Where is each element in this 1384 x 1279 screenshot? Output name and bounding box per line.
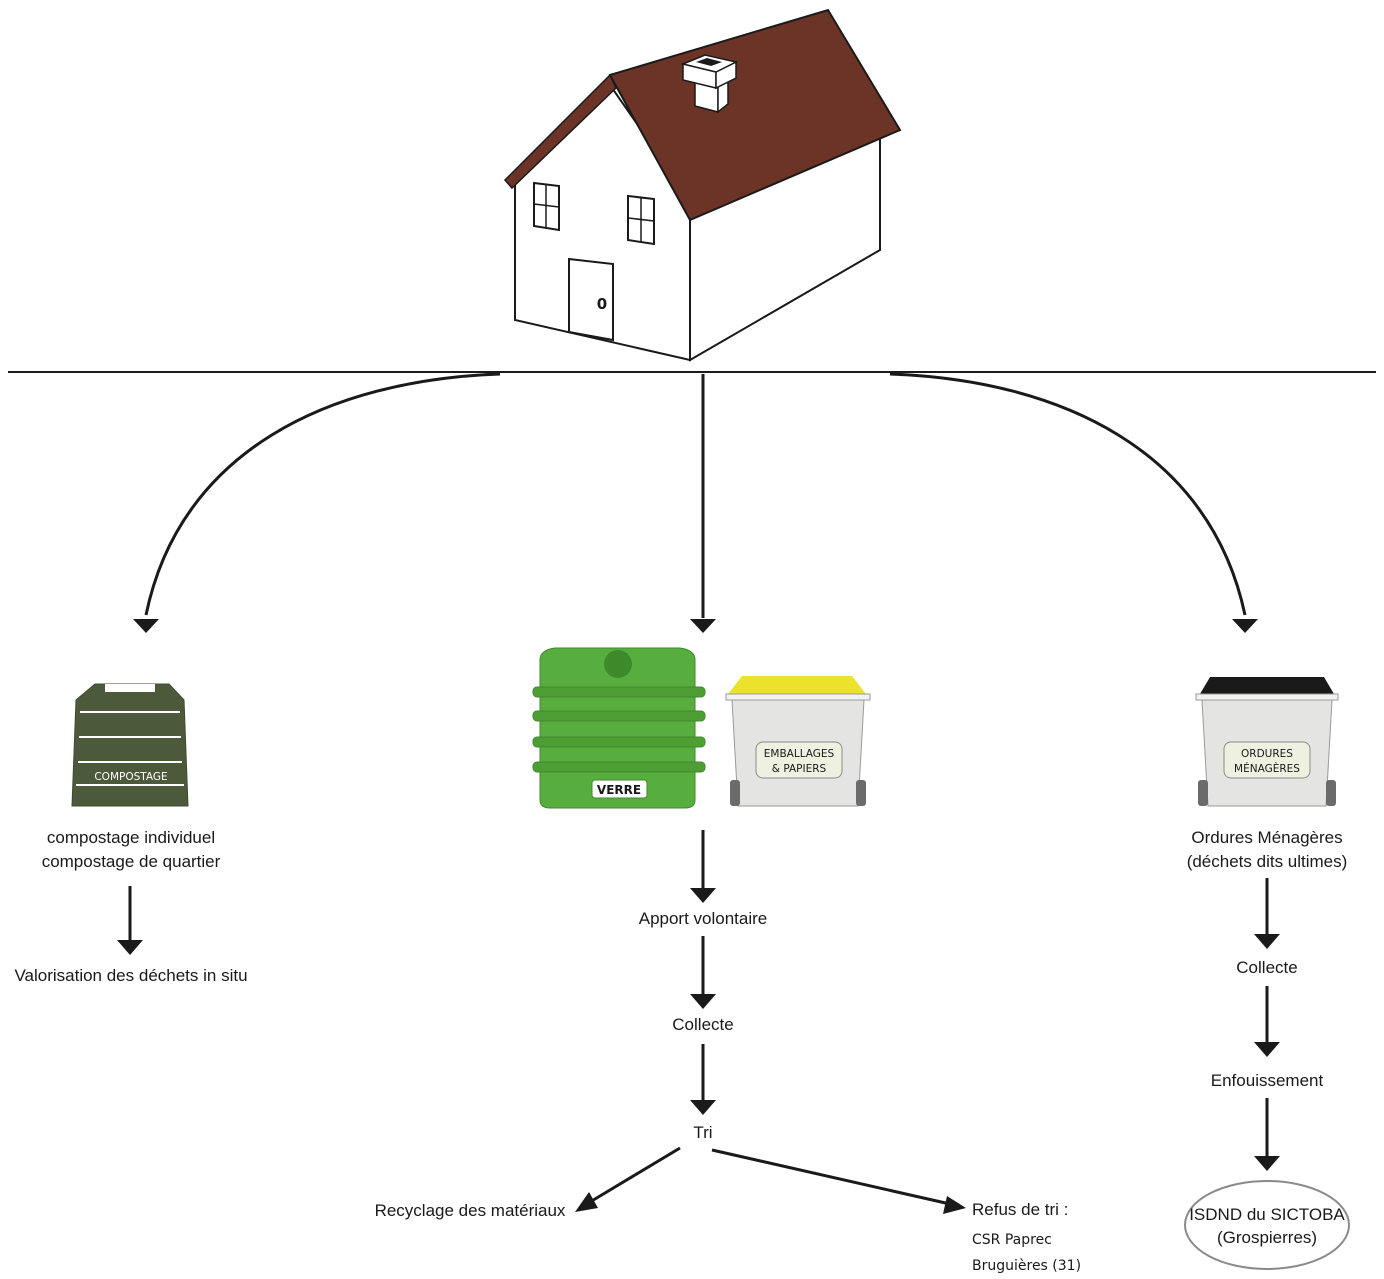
window-right — [627, 194, 655, 246]
center-out-refus-line2: Bruguières (31) — [972, 1258, 1082, 1274]
chimney — [680, 54, 739, 114]
emballages-bin: EMBALLAGES & PAPIERS — [725, 676, 871, 807]
roof — [608, 8, 902, 222]
center-step-tri: Tri — [693, 1123, 713, 1142]
verre-bin: VERRE — [532, 647, 706, 809]
window-left — [533, 181, 560, 232]
center-step-collecte: Collecte — [672, 1015, 734, 1034]
compost-bin: COMPOSTAGE — [71, 683, 189, 807]
arrow-heads — [133, 619, 1258, 633]
right-step-collecte: Collecte — [1236, 958, 1298, 977]
center-step-apport: Apport volontaire — [638, 909, 768, 928]
house-illustration: 0 — [503, 8, 902, 362]
branch-arrows — [144, 372, 1247, 618]
arrow-to-compost — [144, 372, 501, 616]
right-step-enfouissement: Enfouissement — [1210, 1071, 1324, 1090]
om-bin-label-1: ORDURES — [1241, 748, 1293, 760]
isdnd-ellipse — [1184, 1180, 1350, 1270]
door-number: 0 — [597, 295, 607, 313]
left-label-line2: compostage de quartier — [41, 852, 221, 871]
right-label-line2: (déchets dits ultimes) — [1186, 852, 1348, 871]
center-out-refus: Refus de tri : — [972, 1200, 1069, 1219]
right-final-line2: (Grospierres) — [1216, 1228, 1318, 1247]
step-arrows — [128, 830, 1269, 1206]
emballages-bin-label-2: & PAPIERS — [772, 763, 827, 775]
verre-bin-label: VERRE — [597, 783, 641, 797]
left-result-label: Valorisation des déchets in situ — [14, 966, 248, 985]
step-arrow-heads — [117, 888, 1280, 1214]
right-final-line1: ISDND du SICTOBA — [1189, 1205, 1345, 1224]
compost-bin-label: COMPOSTAGE — [94, 771, 167, 783]
emballages-bin-label-1: EMBALLAGES — [764, 748, 835, 760]
center-out-recyclage: Recyclage des matériaux — [374, 1201, 566, 1220]
right-label-line1: Ordures Ménagères — [1191, 828, 1343, 847]
ordures-menageres-bin: ORDURES MÉNAGÈRES — [1195, 677, 1339, 807]
left-label-line1: compostage individuel — [46, 828, 216, 847]
arrow-to-om — [889, 372, 1247, 616]
door: 0 — [568, 257, 614, 342]
om-bin-label-2: MÉNAGÈRES — [1234, 762, 1300, 775]
center-out-refus-line1: CSR Paprec — [972, 1232, 1052, 1248]
